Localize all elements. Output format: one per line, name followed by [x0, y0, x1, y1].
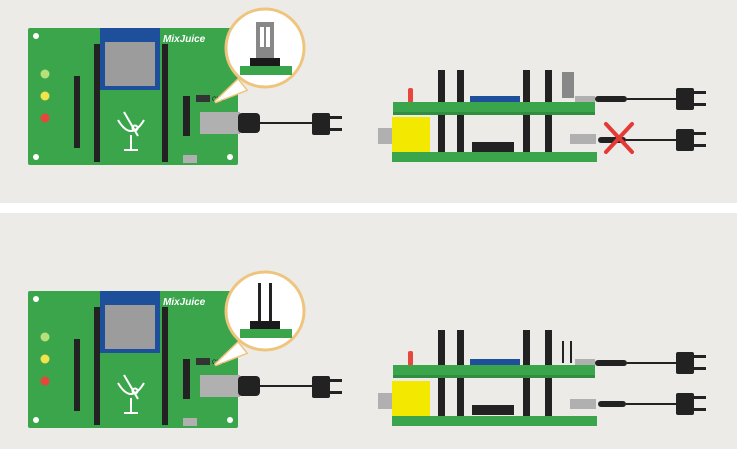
- wifi-module: [100, 291, 160, 353]
- board-brand-label: MixJuice: [163, 34, 206, 45]
- usb-port: [200, 375, 240, 397]
- led-yellow: [40, 91, 50, 101]
- cn6-connector: [196, 358, 210, 365]
- led-red: [40, 376, 50, 386]
- pin-header-small: [74, 339, 80, 411]
- buzzer: [392, 117, 430, 153]
- power-plug-icon: [312, 113, 342, 135]
- cn6-connector: [196, 95, 210, 102]
- pin-header-right: [162, 44, 168, 162]
- pin-header-side: [183, 359, 190, 399]
- power-cable-upper: [595, 352, 706, 374]
- power-plug-icon: [312, 376, 342, 398]
- power-cable-lower: [598, 129, 706, 151]
- stacked-boards: [378, 70, 597, 162]
- diagram-bottom: MixJuice CN6: [28, 270, 706, 428]
- usb-port: [200, 112, 240, 134]
- wifi-module: [100, 28, 160, 90]
- upper-board: [393, 365, 595, 375]
- panel-bottom: MixJuice CN6: [0, 213, 737, 449]
- cocktail-glass-logo-icon: [117, 374, 145, 414]
- power-cable-main: [238, 113, 342, 135]
- pin-header-left: [94, 44, 100, 162]
- power-plug-icon: [676, 393, 706, 415]
- pin-header-side: [183, 96, 190, 136]
- cocktail-glass-logo-icon: [117, 111, 145, 151]
- power-cable-main: [238, 376, 342, 398]
- diagram-top: MixJuice CN6: [28, 7, 706, 165]
- buzzer: [392, 381, 430, 417]
- led-yellow: [40, 354, 50, 364]
- upper-board: [393, 102, 595, 112]
- stacked-boards: [378, 330, 597, 426]
- lower-board: [392, 152, 597, 162]
- lower-board: [392, 416, 597, 426]
- pin-open-left: [258, 283, 261, 321]
- power-cable-upper: [595, 88, 706, 110]
- power-plug-icon: [676, 88, 706, 110]
- pin-header-small: [74, 76, 80, 148]
- mixjuice-board: MixJuice CN6: [28, 28, 240, 165]
- board-brand-label: MixJuice: [163, 297, 206, 308]
- pin-header-left: [94, 307, 100, 425]
- pin-header-right: [162, 307, 168, 425]
- led-green: [40, 69, 50, 79]
- power-plug-icon: [676, 352, 706, 374]
- power-plug-icon: [676, 129, 706, 151]
- led-green: [40, 332, 50, 342]
- pin-open-right: [269, 283, 272, 321]
- mixjuice-board: MixJuice CN6: [28, 291, 240, 428]
- led-red: [40, 113, 50, 123]
- jumper-cap: [256, 22, 274, 58]
- cross-mark-icon: [604, 122, 634, 154]
- power-cable-lower: [598, 393, 706, 415]
- jumper-callout: [213, 270, 306, 367]
- panel-top: MixJuice CN6: [0, 0, 737, 203]
- jumper-callout: [213, 7, 306, 104]
